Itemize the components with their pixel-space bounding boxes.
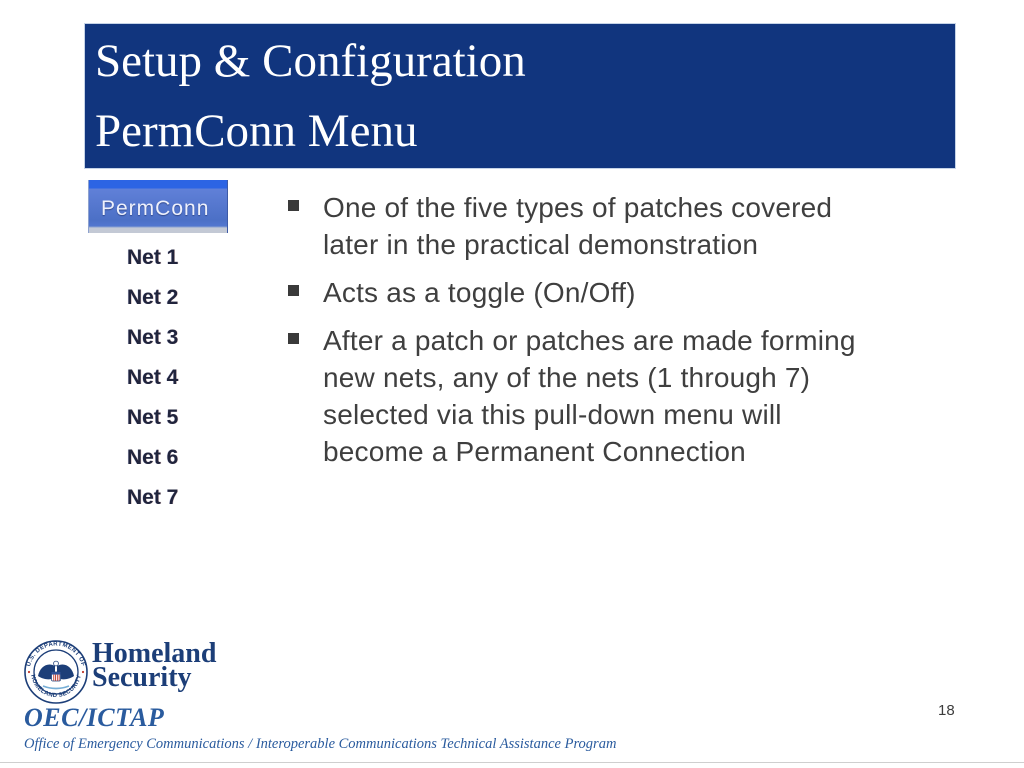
org-full-name: Office of Emergency Communications / Int… xyxy=(24,736,617,752)
menu-item-net-7[interactable]: Net 7 xyxy=(127,486,179,509)
title-line-1: Setup & Configuration xyxy=(95,35,526,87)
permconn-button-label: PermConn xyxy=(101,197,210,220)
dhs-wordmark: Homeland Security xyxy=(92,638,217,693)
permconn-net-list: Net 1 Net 2 Net 3 Net 4 Net 5 Net 6 Net … xyxy=(127,246,178,526)
menu-item-net-4[interactable]: Net 4 xyxy=(127,366,179,389)
org-abbrev: OEC/ICTAP xyxy=(24,703,165,732)
permconn-menu-button[interactable]: PermConn xyxy=(88,180,228,233)
bullet-text: After a patch or patches are made formin… xyxy=(323,325,856,467)
menu-item-net-2[interactable]: Net 2 xyxy=(127,286,179,309)
menu-item-net-6[interactable]: Net 6 xyxy=(127,446,179,469)
bullet-square-icon xyxy=(288,333,299,344)
wordmark-line-2: Security xyxy=(92,662,192,693)
menu-item-net-3[interactable]: Net 3 xyxy=(127,326,179,349)
dhs-seal-logo: U.S. DEPARTMENT OF HOMELAND SECURITY xyxy=(24,640,88,704)
bullet-item: After a patch or patches are made formin… xyxy=(288,322,948,470)
menu-item-net-5[interactable]: Net 5 xyxy=(127,406,179,429)
bullet-list: One of the five types of patches covered… xyxy=(288,189,948,481)
menu-item-net-1[interactable]: Net 1 xyxy=(127,246,179,269)
bullet-text: One of the five types of patches covered… xyxy=(323,192,833,260)
bullet-item: Acts as a toggle (On/Off) xyxy=(288,274,948,311)
bullet-text: Acts as a toggle (On/Off) xyxy=(323,277,636,308)
bullet-square-icon xyxy=(288,200,299,211)
bullet-square-icon xyxy=(288,285,299,296)
slide-title-bar: Setup & Configuration PermConn Menu xyxy=(85,24,955,168)
bullet-item: One of the five types of patches covered… xyxy=(288,189,948,263)
bottom-divider xyxy=(0,762,1024,763)
page-number: 18 xyxy=(938,702,955,719)
title-line-2: PermConn Menu xyxy=(95,105,418,157)
wordmark-line-1: Homeland xyxy=(92,638,217,669)
